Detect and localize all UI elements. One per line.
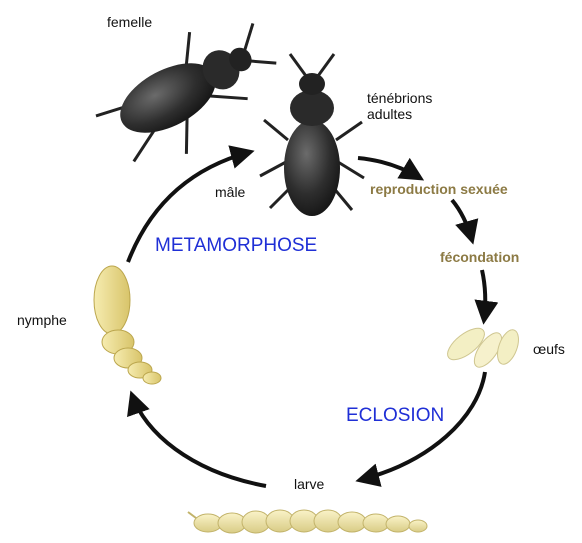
male-beetle-icon <box>260 54 364 216</box>
arrow-larva-to-pupa <box>132 395 266 486</box>
label-adultes: ténébrions adultes <box>367 90 432 122</box>
label-femelle: femelle <box>107 14 152 30</box>
larva-icon <box>188 510 427 533</box>
stage-fecondation: fécondation <box>440 249 519 265</box>
arrow-to-fecondation <box>452 200 472 240</box>
label-male: mâle <box>215 184 245 200</box>
pupa-icon <box>94 266 161 384</box>
label-nymphe: nymphe <box>17 312 67 328</box>
label-larve: larve <box>294 476 324 492</box>
label-oeufs: œufs <box>533 341 565 357</box>
arrow-to-eggs <box>482 270 485 320</box>
phase-metamorphose: METAMORPHOSE <box>155 235 317 257</box>
arrow-to-reproduction <box>358 158 420 178</box>
stage-reproduction: reproduction sexuée <box>370 181 508 197</box>
eggs-icon <box>443 323 523 372</box>
phase-eclosion: ECLOSION <box>346 405 444 427</box>
